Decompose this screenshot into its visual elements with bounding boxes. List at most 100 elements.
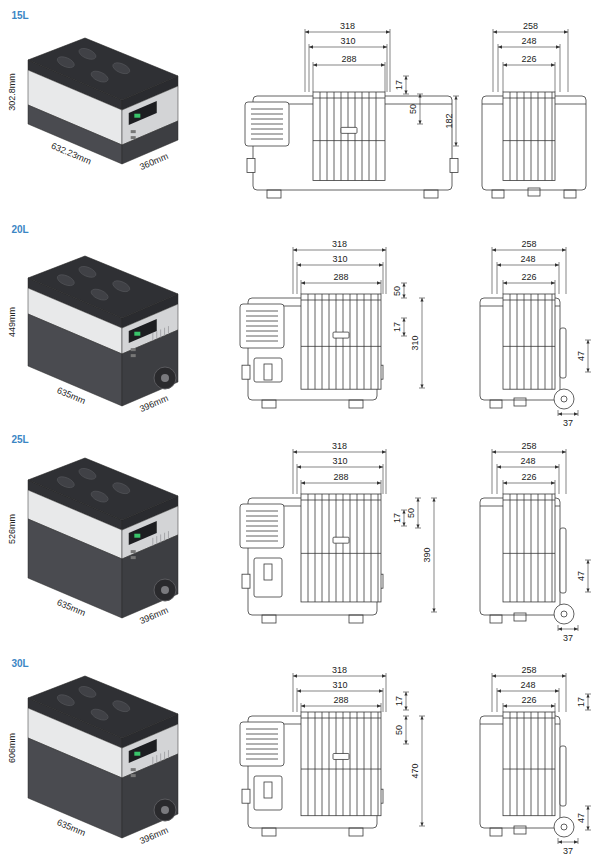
capacity-title: 25L — [11, 435, 28, 445]
foot — [490, 828, 502, 836]
side-view — [245, 29, 459, 198]
width-dimension: 396mm — [138, 606, 169, 626]
cooler-lid — [28, 458, 178, 520]
fan-grille — [251, 129, 283, 130]
fan-grille — [246, 531, 278, 532]
side-handle — [242, 574, 250, 588]
basket-wire — [503, 98, 555, 99]
dimension-line — [301, 483, 381, 484]
wheel — [154, 579, 176, 601]
dimension-line — [493, 32, 568, 33]
dimension-arrow — [293, 674, 297, 678]
basket-wire — [517, 712, 518, 816]
dimension-line — [418, 498, 419, 528]
dimension-arrow — [551, 704, 555, 708]
dimension-arrow — [402, 523, 405, 527]
dimension-arrow — [586, 340, 589, 344]
side-handle — [450, 158, 458, 172]
vent-slot — [152, 757, 153, 765]
basket-outline — [301, 712, 381, 816]
dimension-arrow — [432, 609, 435, 613]
dimension-arrow — [297, 263, 301, 267]
dimension-arrow — [558, 627, 562, 631]
dimension-arrow — [586, 589, 589, 593]
dimension-arrow — [555, 263, 559, 267]
fan-grille — [246, 516, 278, 517]
basket-wire — [336, 494, 337, 602]
battery-compartment — [254, 558, 282, 597]
dimension-arrow — [382, 674, 386, 678]
basket-wire — [315, 494, 316, 602]
basket-wire — [552, 92, 553, 180]
vent-slot — [152, 538, 153, 546]
dimension-arrow — [297, 689, 301, 693]
height-dimension: 449mm — [8, 307, 17, 337]
extension-line — [386, 673, 387, 712]
dimension-line — [301, 283, 381, 284]
side-handle — [242, 789, 250, 803]
battery-compartment — [254, 776, 282, 810]
basket-wire — [531, 712, 532, 816]
control-panel — [129, 101, 157, 125]
basket-wire — [350, 494, 351, 602]
cooler-lid — [28, 676, 178, 738]
cup-holder — [111, 61, 131, 76]
dimension-arrow — [558, 412, 562, 416]
dimension-value: 288 — [333, 473, 348, 482]
dimension-line — [297, 265, 383, 266]
dimension-arrow — [386, 30, 390, 34]
side-view — [240, 673, 425, 836]
battery-latch — [264, 782, 272, 798]
cooler-long-face — [28, 738, 122, 838]
basket-handle — [333, 537, 349, 543]
dimension-arrow — [493, 30, 497, 34]
cooler-long-face — [28, 519, 122, 618]
fan-grille — [251, 119, 283, 120]
basket-wire — [517, 92, 518, 180]
dimension-arrow — [497, 689, 501, 693]
cup-holder — [56, 475, 76, 490]
dimension-line — [313, 65, 385, 66]
dimension-value: 248 — [520, 457, 535, 466]
fan-grille — [246, 749, 278, 750]
cup-holder — [77, 466, 97, 481]
dimension-value: 17 — [395, 80, 404, 90]
foot — [424, 190, 438, 198]
dimension-arrow — [586, 694, 589, 698]
extension-line — [493, 29, 494, 92]
fan-grille — [246, 541, 278, 542]
drain-plug — [528, 188, 540, 196]
dimension-arrow — [293, 450, 297, 454]
fan-grille — [246, 536, 278, 537]
basket-wire — [503, 300, 555, 301]
extension-line — [558, 410, 559, 416]
basket-wire — [336, 712, 337, 816]
dimension-value: 226 — [521, 273, 536, 282]
dimension-value: 50 — [393, 285, 402, 295]
control-panel — [129, 319, 157, 343]
dimension-arrow — [556, 45, 560, 49]
dimension-line — [456, 96, 457, 146]
usb-port — [131, 136, 136, 139]
basket-wire — [510, 294, 511, 389]
basket-wire — [322, 294, 323, 389]
cup-holder — [111, 481, 131, 496]
extension-line — [387, 44, 388, 92]
extension-line — [497, 262, 498, 294]
fan-grille — [246, 326, 278, 327]
dimension-line — [492, 452, 566, 453]
basket-wire — [378, 294, 379, 389]
model-row — [28, 449, 591, 631]
dimension-arrow — [503, 63, 507, 67]
dimension-arrow — [551, 281, 555, 285]
fan-grille — [246, 511, 278, 512]
dimension-value: 182 — [445, 113, 454, 128]
height-dimension: 606mm — [8, 733, 17, 763]
battery-latch — [264, 364, 272, 380]
foot — [349, 615, 363, 623]
dimension-arrow — [492, 450, 496, 454]
extension-line — [559, 688, 560, 712]
dimension-arrow — [574, 627, 578, 631]
dimension-arrow — [551, 63, 555, 67]
